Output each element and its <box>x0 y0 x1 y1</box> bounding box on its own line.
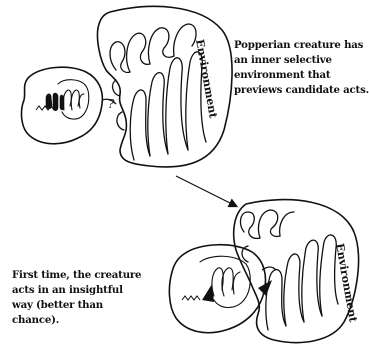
top-environment-label: Environment <box>193 38 220 120</box>
top-caption-line: environment that <box>234 68 369 83</box>
question-mark: ? <box>108 97 115 111</box>
top-caption-line: Popperian creature has <box>234 38 369 53</box>
top-candidate-acts <box>46 93 64 111</box>
bottom-caption-line: chance). <box>12 313 141 328</box>
transition-arrow <box>176 176 236 206</box>
top-caption-line: previews candidate acts. <box>234 83 369 98</box>
top-environment-folds <box>110 24 206 160</box>
bottom-creature-squiggle <box>182 296 200 300</box>
bottom-caption-line: First time, the creature <box>12 268 141 283</box>
bottom-caption-line: acts in an insightful <box>12 283 141 298</box>
bottom-panel: Environment <box>169 200 359 343</box>
bottom-inner-action <box>202 284 214 302</box>
bottom-creature-blob <box>169 245 265 333</box>
top-caption: Popperian creature has an inner selectiv… <box>234 38 369 98</box>
top-panel: Environment ? <box>22 6 233 167</box>
bottom-caption-line: way (better than <box>12 298 141 313</box>
bottom-caption: First time, the creature acts in an insi… <box>12 268 141 328</box>
top-caption-line: an inner selective <box>234 53 369 68</box>
